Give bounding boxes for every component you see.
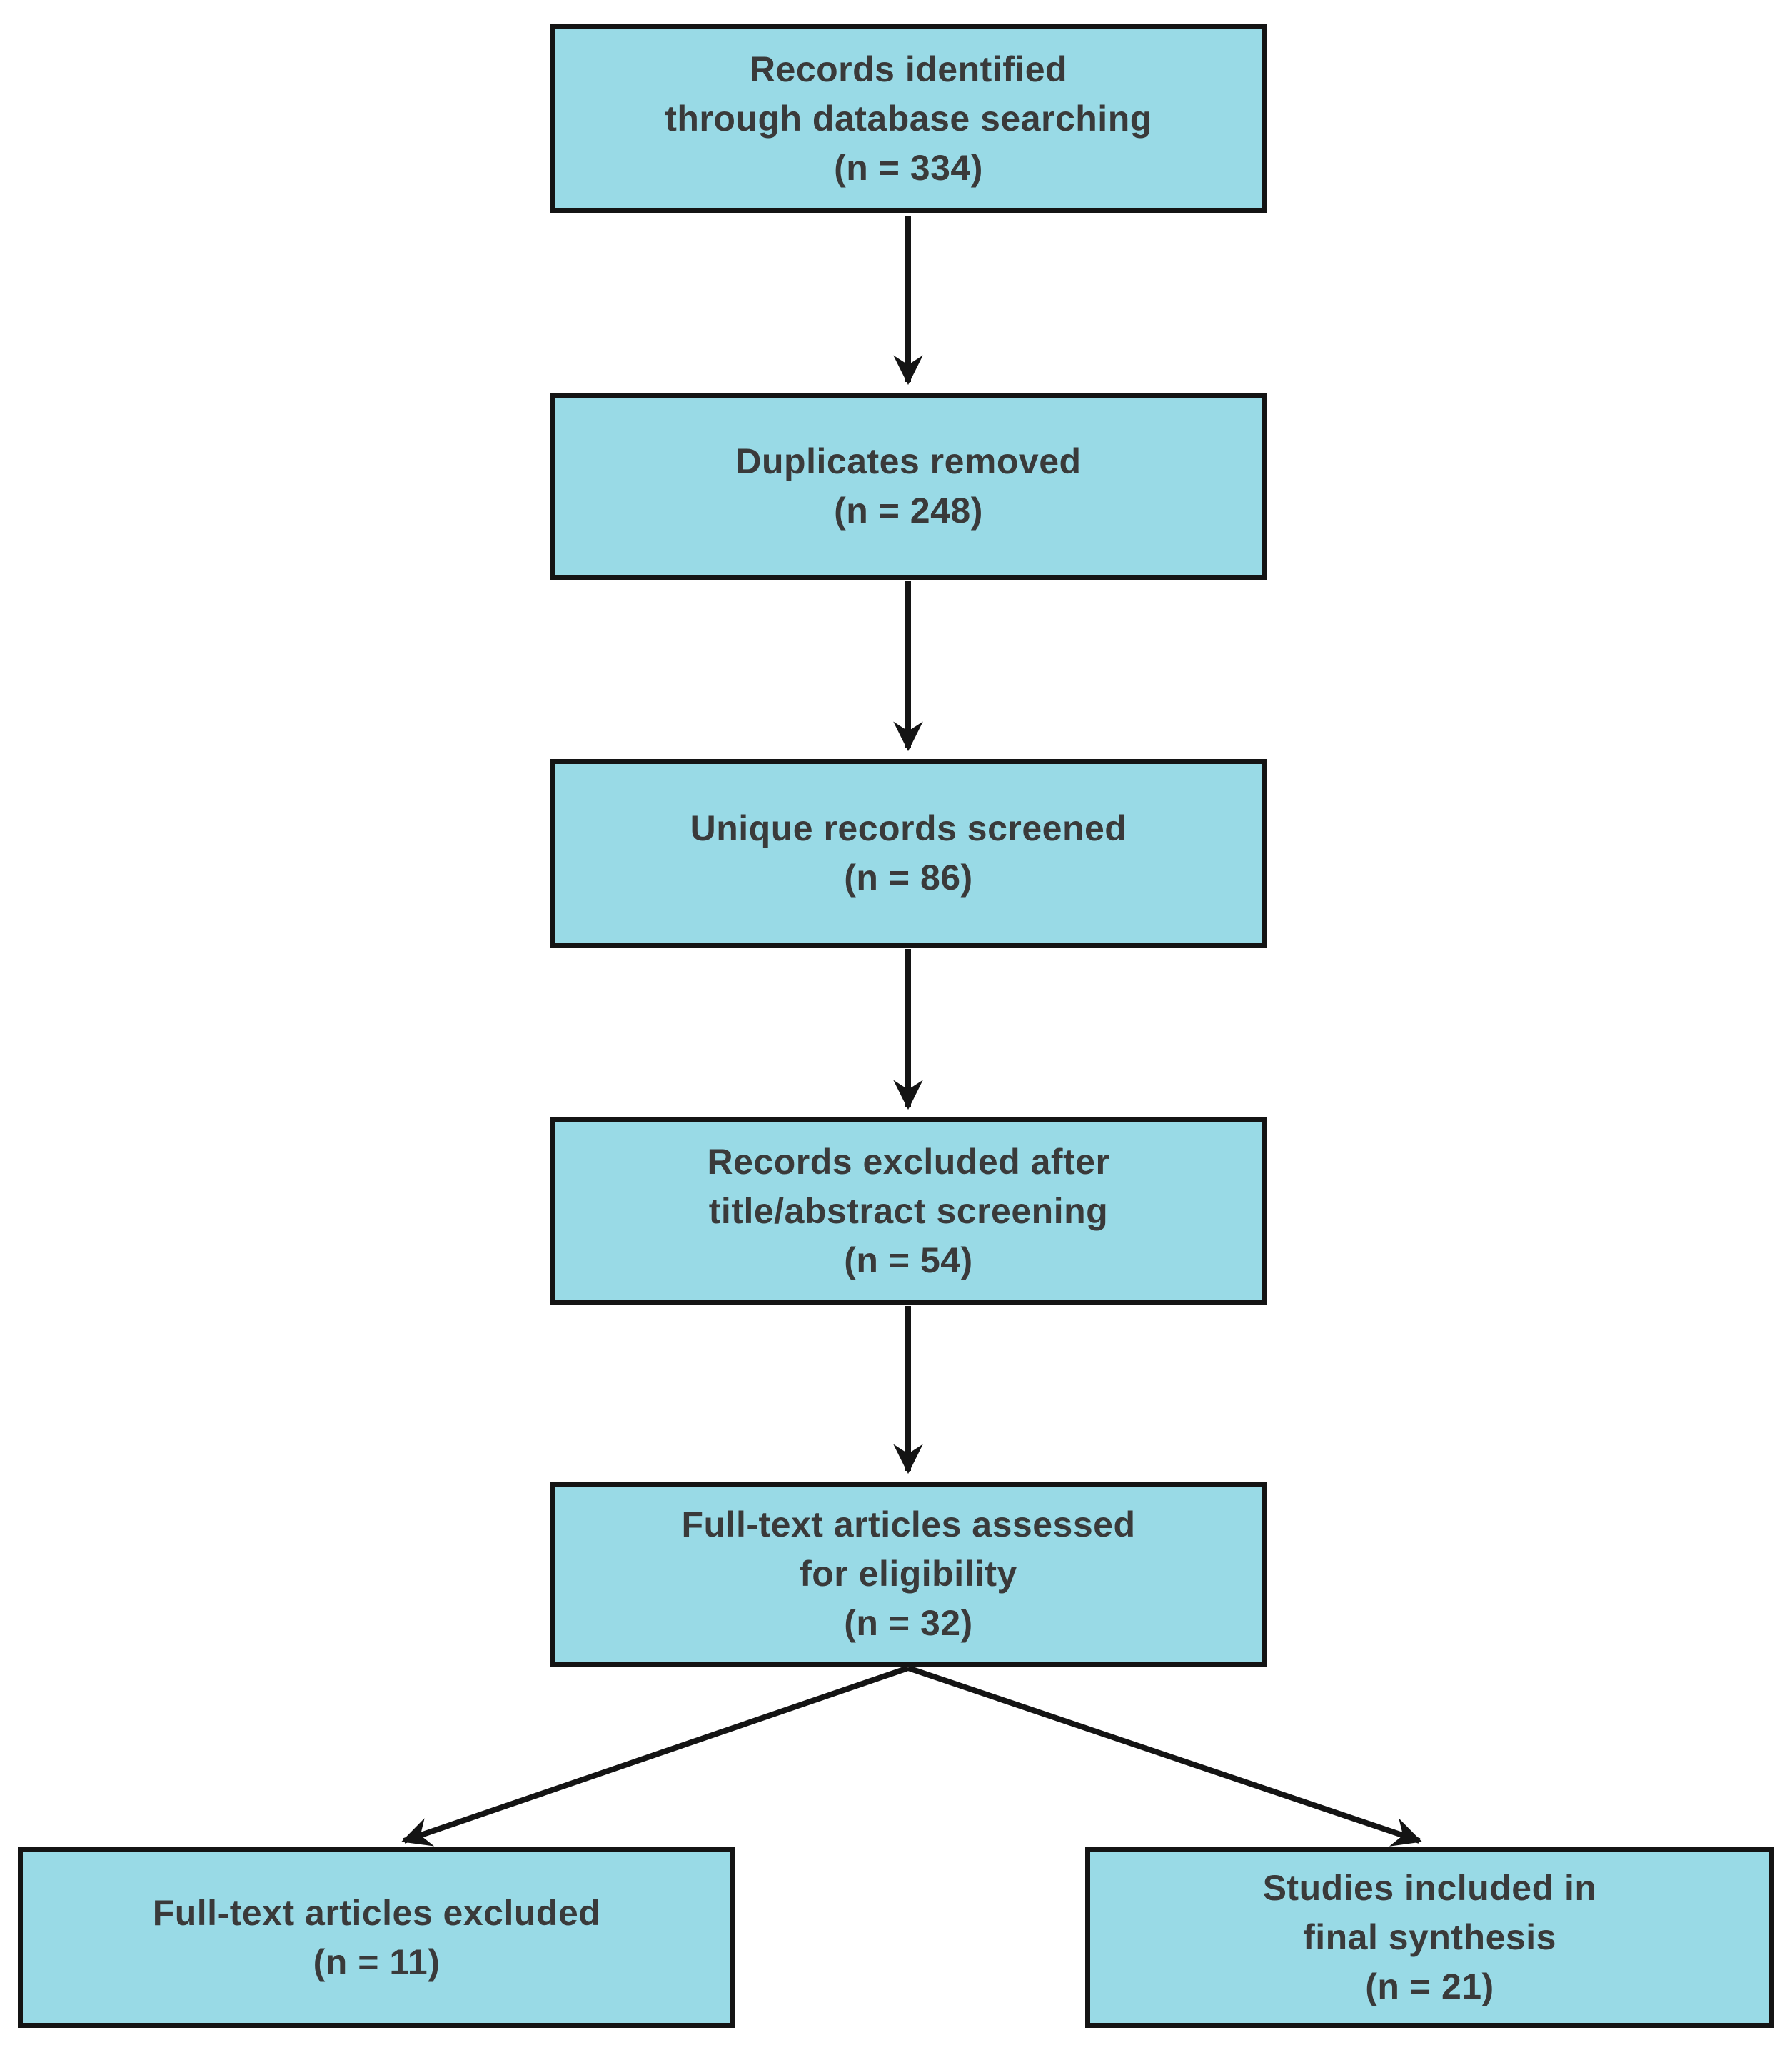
flow-box-duplicates-removed-label: Duplicates removed (n = 248)	[735, 441, 1082, 531]
flow-box-full-text-assessed-label: Full-text articles assessed for eligibil…	[681, 1504, 1136, 1643]
flow-box-full-text-excluded: Full-text articles excluded (n = 11)	[18, 1847, 735, 2028]
flow-box-records-excluded-label: Records excluded after title/abstract sc…	[707, 1141, 1110, 1280]
flow-box-duplicates-removed: Duplicates removed (n = 248)	[550, 393, 1267, 580]
arrow-fulltext-to-included	[907, 1665, 1422, 1847]
arrow-fulltext-to-ftexcluded	[401, 1665, 910, 1847]
flow-box-studies-included-label: Studies included in final synthesis (n =…	[1262, 1868, 1597, 2006]
flow-box-studies-included: Studies included in final synthesis (n =…	[1085, 1847, 1774, 2028]
flow-box-unique-records-screened-label: Unique records screened (n = 86)	[690, 808, 1127, 898]
flow-box-full-text-excluded-label: Full-text articles excluded (n = 11)	[152, 1892, 601, 1982]
flow-box-records-identified-label: Records identified through database sear…	[665, 49, 1152, 188]
flow-box-records-excluded: Records excluded after title/abstract sc…	[550, 1117, 1267, 1305]
flow-box-records-identified: Records identified through database sear…	[550, 24, 1267, 213]
flow-box-full-text-assessed: Full-text articles assessed for eligibil…	[550, 1482, 1267, 1667]
flow-box-unique-records-screened: Unique records screened (n = 86)	[550, 759, 1267, 948]
